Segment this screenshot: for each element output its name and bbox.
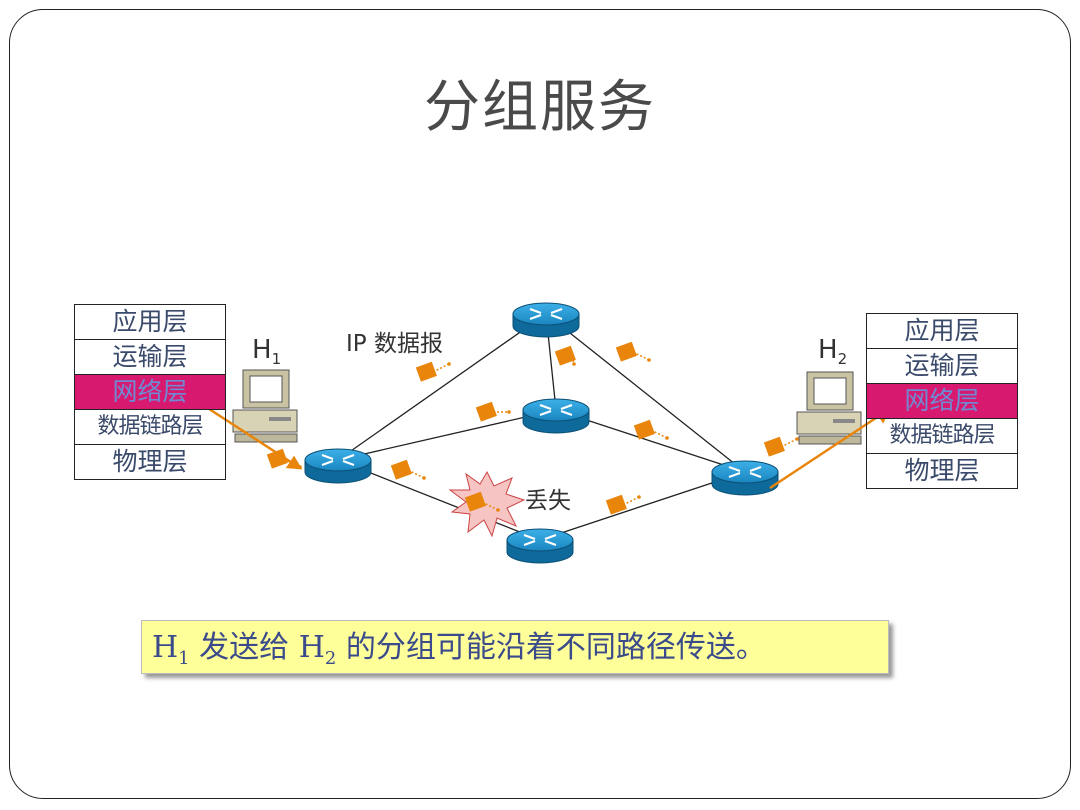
slide-frame <box>9 9 1071 799</box>
host1-label: H1 <box>252 335 281 368</box>
packet-icon <box>554 345 576 366</box>
packet-icon <box>633 419 669 440</box>
packets <box>266 341 799 515</box>
layer-transport: 运输层 <box>867 349 1017 384</box>
slide-title: 分组服务 <box>424 75 656 140</box>
layer-physical: 物理层 <box>75 445 225 480</box>
host2-label: H2 <box>818 335 847 368</box>
link <box>337 313 547 461</box>
note-sub1: 1 <box>178 648 190 669</box>
layer-datalink: 数据链路层 <box>867 419 1017 454</box>
note-post: 的分组可能沿着不同路径传送。 <box>336 630 766 665</box>
link <box>337 409 557 461</box>
packet-icon <box>605 494 641 515</box>
host2-letter: H <box>818 335 838 365</box>
packet-icon <box>615 341 651 362</box>
layer-application: 应用层 <box>867 314 1017 349</box>
receive-arrow <box>769 408 889 490</box>
layer-application: 应用层 <box>75 305 225 340</box>
packet-icon <box>415 361 451 382</box>
caption-note: H1 发送给 H2 的分组可能沿着不同路径传送。 <box>141 620 889 674</box>
layer-physical: 物理层 <box>867 454 1017 489</box>
link <box>545 313 746 473</box>
computer-icon <box>232 369 298 443</box>
packet-icon <box>763 436 799 457</box>
note-mid: 发送给 H <box>189 630 325 665</box>
layer-network: 网络层 <box>867 384 1017 419</box>
note-sub2: 2 <box>324 648 337 669</box>
packet-icon <box>390 459 426 480</box>
computer-icon <box>796 371 862 445</box>
host1-letter: H <box>252 335 272 365</box>
router-icon <box>304 448 372 484</box>
note-pre: H <box>152 630 179 665</box>
host1-sub: 1 <box>271 350 282 369</box>
router-icon <box>512 302 580 338</box>
layer-transport: 运输层 <box>75 340 225 375</box>
datagram-label: IP 数据报 <box>346 331 443 357</box>
router-icon <box>522 398 590 434</box>
send-arrow <box>202 403 301 470</box>
router-icon <box>711 460 779 496</box>
lost-label: 丢失 <box>525 488 571 514</box>
links <box>337 313 746 541</box>
link <box>539 471 746 541</box>
router-icon <box>506 528 574 564</box>
right-protocol-stack: 应用层 运输层 网络层 数据链路层 物理层 <box>866 313 1018 489</box>
left-protocol-stack: 应用层 运输层 网络层 数据链路层 物理层 <box>74 304 226 480</box>
arrow-head <box>285 455 303 470</box>
layer-network: 网络层 <box>75 375 225 410</box>
host2-sub: 2 <box>837 350 848 369</box>
packet-icon <box>464 491 500 512</box>
routers <box>304 302 779 564</box>
layer-datalink: 数据链路层 <box>75 410 225 445</box>
packet-icon <box>475 401 511 422</box>
link <box>337 459 541 541</box>
